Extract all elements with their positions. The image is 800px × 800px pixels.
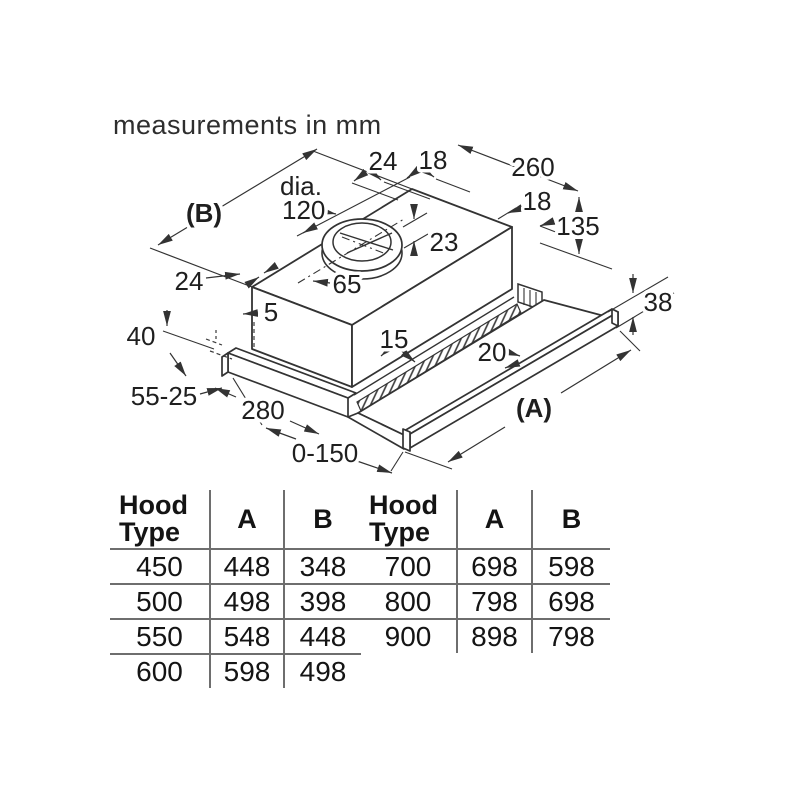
- dim-label-B: (B): [186, 198, 222, 228]
- dim-label-23: 23: [430, 227, 459, 257]
- table-row: 900 898 798: [360, 619, 610, 653]
- dim-label-55-25: 55-25: [131, 381, 198, 411]
- dim-label-15: 15: [380, 324, 409, 354]
- header-hood-type: Hood Type: [360, 490, 458, 550]
- dim-label-135: 135: [556, 211, 599, 241]
- dim-label-120: 120: [282, 195, 325, 225]
- dim-label-0-150: 0-150: [292, 438, 359, 468]
- page-title: measurements in mm: [113, 110, 382, 140]
- header-col-A: A: [210, 490, 285, 550]
- cell-hood-type: 800: [360, 584, 458, 620]
- pull-out-drawer: [347, 299, 619, 452]
- dim-label-20: 20: [478, 337, 507, 367]
- dim-label-38: 38: [644, 287, 673, 317]
- cell-b: 348: [284, 549, 361, 585]
- damper-flaps: [339, 232, 394, 254]
- cell-a: 798: [457, 584, 533, 620]
- hood-type-table-450-600: Hood Type A B 450 448 348 500 498 398 55…: [110, 490, 361, 688]
- center-line-p: [297, 218, 405, 284]
- handle-bar-right-cap: [611, 308, 619, 327]
- hidden-bracket-lines: [205, 322, 255, 360]
- duct-outlet: [297, 218, 405, 284]
- cell-b: 448: [284, 619, 361, 655]
- cell-hood-type: 700: [360, 549, 458, 585]
- cell-hood-type: 900: [360, 619, 458, 653]
- cell-a: 498: [210, 584, 285, 620]
- cell-b: 398: [284, 584, 361, 620]
- dim-label-24-left: 24: [175, 266, 204, 296]
- dim-label-A: (A): [516, 393, 552, 423]
- dim-label-18-right: 18: [523, 186, 552, 216]
- cell-hood-type: 600: [110, 654, 211, 688]
- cell-b: 798: [548, 620, 595, 652]
- cell-a: 898: [457, 619, 533, 653]
- table-header-row: Hood Type A B: [110, 490, 361, 550]
- dim-label-24-top: 24: [369, 146, 398, 176]
- dim-label-40: 40: [127, 321, 156, 351]
- dimension-lines: [149, 144, 675, 474]
- cell-b: 498: [299, 655, 347, 687]
- header-hood-type: Hood Type: [110, 490, 211, 550]
- cell-b: 598: [532, 549, 610, 585]
- plinth-left-cap: [221, 352, 229, 377]
- center-line-q: [341, 236, 387, 255]
- cell-hood-type: 500: [110, 584, 211, 620]
- table-row: 800 798 698: [360, 584, 610, 620]
- header-col-B: B: [532, 490, 610, 550]
- cell-a: 548: [210, 619, 285, 655]
- duct-collar-inner: [332, 222, 392, 262]
- header-col-A: A: [457, 490, 533, 550]
- dim-label-dia: dia.: [280, 171, 322, 201]
- dim-label-280: 280: [241, 395, 284, 425]
- cell-hood-type: 550: [110, 619, 211, 655]
- dim-label-18-top: 18: [419, 145, 448, 175]
- cell-a: 448: [210, 549, 285, 585]
- table-row: 600 598 498: [110, 654, 361, 688]
- cell-a: 698: [457, 549, 533, 585]
- cell-a: 598: [210, 654, 285, 688]
- header-col-B: B: [284, 490, 361, 550]
- hood-type-table-700-900: Hood Type A B 700 698 598 800 798 698 90…: [360, 490, 610, 653]
- table-header-row: Hood Type A B: [360, 490, 610, 550]
- handle-bar-left-cap: [402, 428, 411, 452]
- dim-label-65: 65: [333, 269, 362, 299]
- table-row: 550 548 448: [110, 619, 361, 655]
- dim-label-260: 260: [511, 152, 554, 182]
- dimension-labels: (B) 24 18 260 18 135 dia. 120 23 65 24 5…: [123, 142, 676, 472]
- table-row: 500 498 398: [110, 584, 361, 620]
- table-row: 450 448 348: [110, 549, 361, 585]
- cell-b: 698: [532, 584, 610, 620]
- table-row: 700 698 598: [360, 549, 610, 585]
- cell-hood-type: 450: [110, 549, 211, 585]
- dim-label-5: 5: [264, 297, 278, 327]
